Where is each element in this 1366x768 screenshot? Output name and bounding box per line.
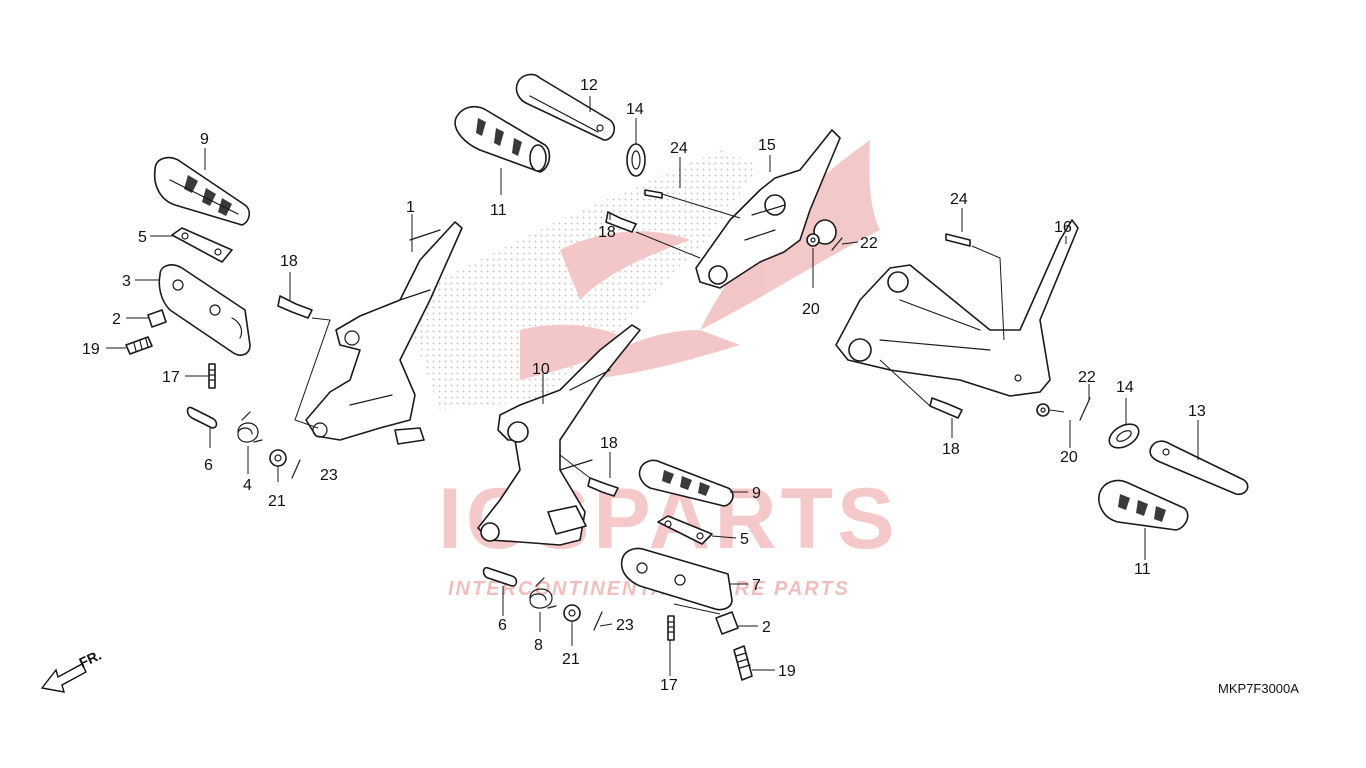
callout-2: 2 [112,311,121,328]
callout-4: 4 [243,477,252,494]
callout-21: 21 [562,651,580,668]
callout-14: 14 [1116,379,1134,396]
callout-18: 18 [280,253,298,270]
rear-bracket-15 [695,129,841,289]
left-bracket-bolt [277,295,313,319]
callout-22: 22 [1078,369,1096,386]
pin-24-right [945,233,971,247]
bolt-18-lower [587,477,619,497]
diagram-code: MKP7F3000A [1218,681,1299,696]
center-footpeg-base-7 [620,547,733,611]
callout-11: 11 [1134,561,1151,578]
callout-10: 10 [532,361,550,378]
front-direction-label: FR. [77,647,104,671]
callout-23: 23 [616,617,634,634]
callout-2: 2 [762,619,771,636]
callout-14: 14 [626,101,644,118]
center-bolt-19 [733,645,753,681]
callout-9: 9 [200,131,209,148]
callout-3: 3 [122,273,131,290]
left-footpeg-plate [171,227,233,263]
center-washer-21 [563,604,581,622]
center-washer-14 [626,143,646,177]
callout-labels: 9 5 3 2 19 17 6 4 21 23 18 1 11 12 14 24… [82,77,1206,694]
callout-8: 8 [534,637,543,654]
callout-23: 23 [320,467,338,484]
callout-19: 19 [82,341,100,358]
callout-11: 11 [490,202,507,219]
left-footpeg-screw-17 [208,363,216,389]
left-footpeg-bolt-19 [125,336,153,355]
washer-20-right [1036,403,1050,417]
left-spring [237,411,263,443]
callout-7: 7 [752,577,761,594]
callout-16: 16 [1054,219,1072,236]
callout-22: 22 [860,235,878,252]
callout-20: 20 [802,301,820,318]
callout-24: 24 [670,140,688,157]
cotter-22-center [831,237,843,251]
washer-14-right [1108,423,1140,449]
center-footpeg-arm-12 [515,73,616,141]
leader-lines [106,96,1199,676]
front-direction-indicator: FR. [40,647,104,693]
right-footpeg-rubber-11 [1098,479,1189,531]
left-pivot-pin [186,406,218,429]
center-collar-2 [715,611,739,635]
callout-6: 6 [204,457,213,474]
callout-12: 12 [580,77,598,94]
left-footpeg-collar [147,309,167,328]
center-screw-17 [667,615,675,641]
callout-24: 24 [950,191,968,208]
left-washer [269,449,287,467]
callout-5: 5 [740,531,749,548]
callout-19: 19 [778,663,796,680]
callout-1: 1 [406,199,415,216]
center-footpeg-rubber-9 [638,459,734,507]
watermark: ICSPARTS INTERCONTINENTAL SPARE PARTS [400,140,894,600]
front-arrow-icon [40,663,87,693]
left-footpeg-rubber [153,156,251,226]
cotter-22-right [1079,397,1091,421]
left-step-bracket [305,221,463,445]
callout-5: 5 [138,229,147,246]
center-footpeg-plate-5 [657,515,713,545]
left-footpeg-base [158,264,251,356]
center-cotter-23 [593,611,603,631]
right-bracket-16 [835,219,1079,397]
callout-18: 18 [598,224,616,241]
center-footpeg-rubber-11 [454,105,551,173]
callout-17: 17 [162,369,180,386]
left-cotter-pin [291,459,301,479]
bolt-18-right [929,397,963,419]
callout-6: 6 [498,617,507,634]
callout-9: 9 [752,485,761,502]
callout-18: 18 [942,441,960,458]
center-pivot-pin-6 [482,566,518,587]
callout-18: 18 [600,435,618,452]
washer-20-center [806,233,820,247]
callout-17: 17 [660,677,678,694]
right-footpeg-arm-13 [1149,440,1249,496]
callout-15: 15 [758,137,776,154]
pin-24-left [644,189,663,199]
callout-13: 13 [1188,403,1206,420]
callout-20: 20 [1060,449,1078,466]
center-step-bracket-10 [477,324,641,546]
callout-21: 21 [268,493,286,510]
bolt-18-center [605,211,637,233]
center-spring-8 [529,577,557,609]
